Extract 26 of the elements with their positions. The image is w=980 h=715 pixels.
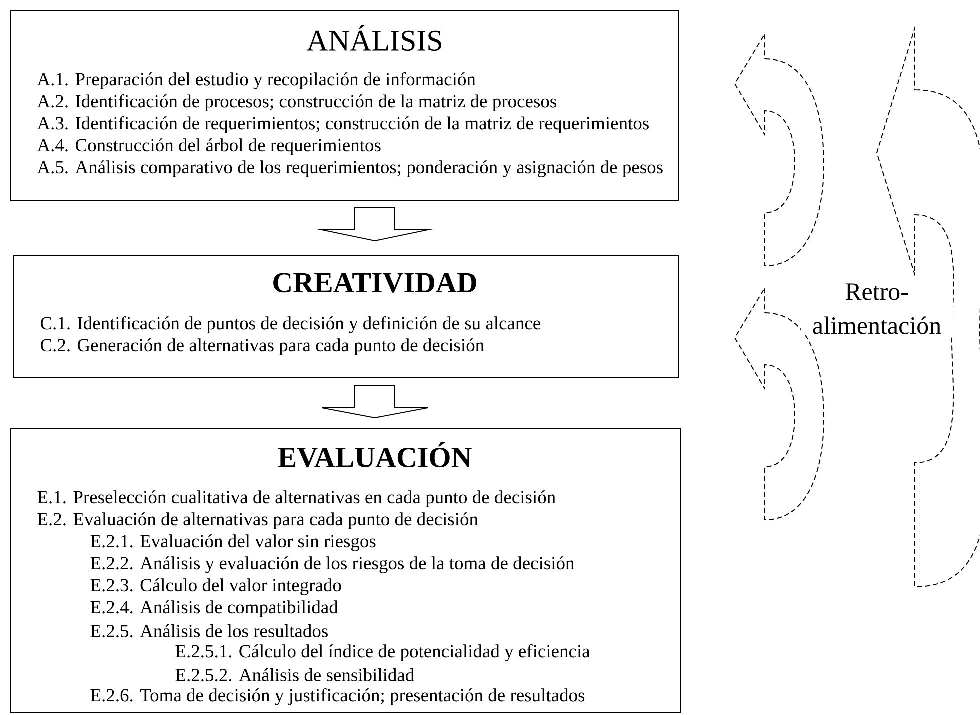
step-text: A.2. Identificación de procesos; construcción de la matriz de procesos <box>37 94 556 112</box>
step-text: E.2.5.2. Análisis de sensibilidad <box>176 668 414 682</box>
step-text: E.2.1. Evaluación del valor sin riesgos <box>90 534 376 552</box>
step-text: E.2.5.1. Cálculo del índice de potencialidad y eficiencia <box>176 644 590 662</box>
step-text: A.1. Preparación del estudio y recopilación de información <box>37 72 476 90</box>
edge-label: Retro- alimentación <box>801 282 953 336</box>
feedback-arrow <box>734 288 824 520</box>
step-text: A.3. Identificación de requerimientos; construcción de la matriz de requerimientos <box>37 116 649 134</box>
step-text: A.5. Análisis comparativo de los requerimientos; ponderación y asignación de pesos <box>37 160 663 178</box>
step-text: C.2. Generación de alternativas para cada punto de decisión <box>40 338 484 356</box>
stage-heading: CREATIVIDAD <box>274 273 476 293</box>
step-text: E.2. Evaluación de alternativas para cada punto de decisión <box>38 512 478 530</box>
stage-heading: ANÁLISIS <box>306 24 442 52</box>
feedback-arrow <box>876 28 980 588</box>
step-text: E.2.5. Análisis de los resultados <box>90 624 328 638</box>
step-text: E.2.4. Análisis de compatibilidad <box>90 600 338 618</box>
stage-heading: EVALUACIÓN <box>278 442 472 468</box>
feedback-arrow <box>734 34 824 266</box>
block-arrow <box>322 386 428 419</box>
step-text: E.2.3. Cálculo del valor integrado <box>90 578 342 596</box>
step-text: A.4. Construcción del árbol de requerimientos <box>37 138 381 156</box>
step-text: E.2.6. Toma de decisión y justificación; presentación de resultados <box>90 688 585 706</box>
step-text: C.1. Identificación de puntos de decisión y definición de su alcance <box>40 316 540 334</box>
step-text: E.2.2. Análisis y evaluación de los riesgos de la toma de decisión <box>90 556 574 574</box>
step-text: E.1. Preselección cualitativa de alternativas en cada punto de decisión <box>38 490 556 508</box>
block-arrow <box>317 208 433 242</box>
